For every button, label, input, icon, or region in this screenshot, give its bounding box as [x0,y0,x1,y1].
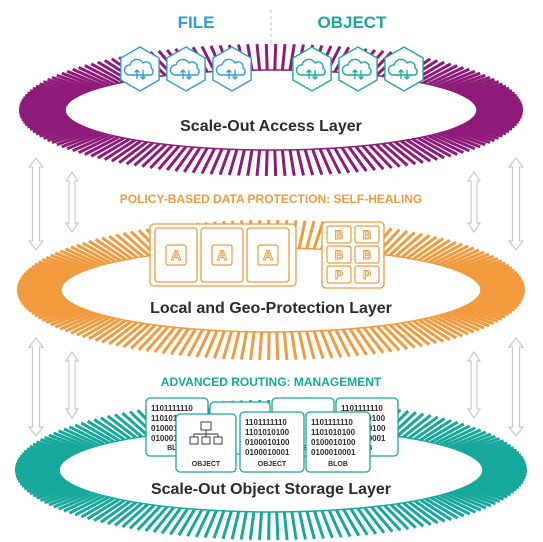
cloud-icons [120,46,424,92]
storage-card: 1101111110110101010001000101000100010001… [239,411,305,473]
storage-card: 1101111110110101010001000101000100010001… [305,411,371,473]
access-layer-title: Scale-Out Access Layer [180,118,362,135]
svg-text:1101010100: 1101010100 [245,428,290,437]
cloud-sync-icon [384,46,424,92]
svg-text:1101010100: 1101010100 [151,414,196,423]
double-arrow-icon [466,350,482,420]
data-block: A [154,227,198,283]
svg-text:0100010100: 0100010100 [151,424,196,433]
data-block: A [200,227,244,283]
cloud-sync-icon [292,46,332,92]
data-block: A [246,227,290,283]
access-layer-ring [19,43,523,177]
svg-text:B: B [335,248,344,262]
parity-block: P [354,265,380,284]
storage-layer-title: Scale-Out Object Storage Layer [151,481,391,498]
svg-text:OBJECT: OBJECT [192,461,221,468]
cloud-sync-icon [166,46,206,92]
parity-block: B [326,245,352,264]
double-arrow-icon [507,337,525,437]
svg-text:P: P [335,268,343,282]
parity-block: B [354,245,380,264]
svg-text:0100010001: 0100010001 [245,448,290,457]
svg-text:B: B [363,228,372,242]
svg-text:B: B [363,248,372,262]
parity-block: P [326,265,352,284]
svg-text:1101111110: 1101111110 [245,418,287,427]
svg-text:BLOB: BLOB [328,461,348,468]
svg-text:P: P [363,268,371,282]
double-arrow-icon [466,170,482,234]
svg-text:B: B [335,228,344,242]
parity-block: B [326,225,352,244]
vertical-arrows [27,157,525,437]
storage-card: OBJECT [175,413,237,473]
svg-text:0100010100: 0100010100 [245,438,290,447]
svg-text:0100010001: 0100010001 [311,448,356,457]
svg-text:1101010100: 1101010100 [311,428,356,437]
svg-text:1101111110: 1101111110 [151,404,193,413]
double-arrow-icon [64,350,80,420]
cloud-sync-icon [338,46,378,92]
cloud-sync-icon [120,46,160,92]
double-arrow-icon [507,157,525,251]
svg-text:0100010001: 0100010001 [151,434,196,443]
protection-policy-label: POLICY-BASED DATA PROTECTION: SELF-HEALI… [120,192,422,206]
object-label: OBJECT [318,13,388,32]
double-arrow-icon [27,337,45,437]
svg-text:0100010100: 0100010100 [311,438,356,447]
double-arrow-icon [27,157,45,251]
cloud-sync-icon [212,46,252,92]
routing-label: ADVANCED ROUTING: MANAGEMENT [161,375,382,389]
storage-cards: 1101111110110101010001000101000100010001… [145,397,399,473]
protection-layer-title: Local and Geo-Protection Layer [150,300,392,317]
svg-text:A: A [263,247,273,263]
double-arrow-icon [64,170,80,234]
file-label: FILE [178,13,215,32]
svg-text:OBJECT: OBJECT [258,461,287,468]
svg-text:1101111110: 1101111110 [311,418,353,427]
svg-text:A: A [171,247,181,263]
hierarchy-icon [189,421,223,445]
svg-text:A: A [217,247,227,263]
svg-text:1101111110: 1101111110 [341,404,383,413]
parity-block: B [354,225,380,244]
